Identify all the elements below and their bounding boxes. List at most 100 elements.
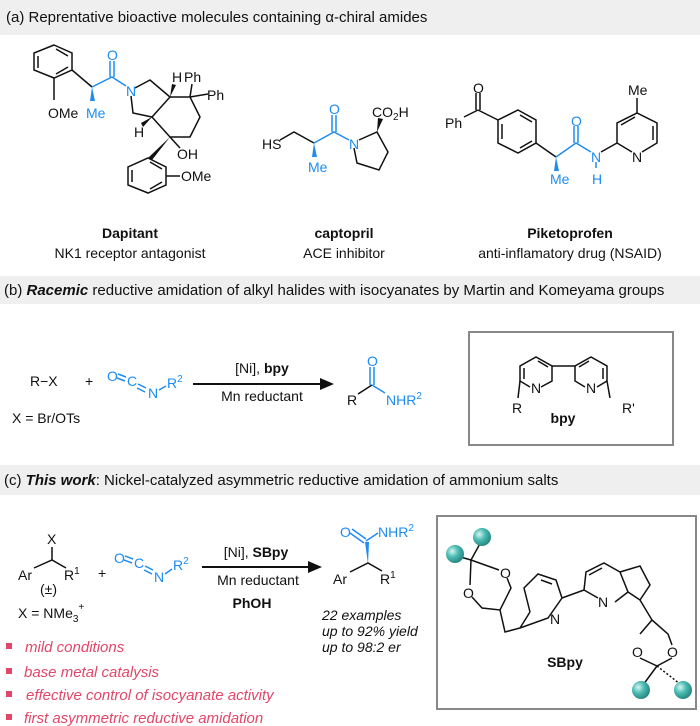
bullet-icon (6, 668, 12, 674)
svg-text:C: C (134, 555, 144, 571)
svg-text:NHR2: NHR2 (386, 391, 422, 408)
feature-item: mild conditions (25, 639, 125, 656)
captopril-name: captopril (314, 225, 373, 241)
svg-text:Me: Me (308, 159, 328, 175)
svg-text:Me: Me (86, 105, 106, 121)
svg-text:+: + (98, 565, 106, 581)
substituent-sphere-icon (674, 681, 692, 699)
feature-list: mild conditions base metal catalysis eff… (6, 639, 275, 726)
feature-item: base metal catalysis (24, 664, 160, 681)
svg-text:Ph: Ph (445, 115, 462, 131)
substituent-sphere-icon (473, 528, 491, 546)
captopril-description: ACE inhibitor (303, 245, 385, 261)
svg-text:O: O (667, 644, 678, 660)
svg-text:R2: R2 (173, 556, 189, 573)
svg-text:N: N (591, 149, 601, 165)
svg-text:N: N (632, 149, 642, 165)
sbpy-ligand-box: O O O O N N SBpy (436, 515, 697, 710)
svg-text:O: O (340, 524, 351, 540)
svg-text:(a) Reprentative bioactive mol: (a) Reprentative bioactive molecules con… (6, 9, 427, 26)
arrow-head (308, 561, 322, 573)
svg-text:PhOH: PhOH (233, 595, 272, 611)
svg-text:O: O (571, 113, 582, 129)
svg-text:O: O (367, 353, 378, 369)
svg-text:N: N (148, 385, 158, 401)
svg-text:Ar: Ar (18, 567, 32, 583)
svg-text:Ph: Ph (207, 87, 224, 103)
bullet-icon (6, 714, 12, 720)
section-b-reaction: R−X X = Br/OTs + O C N R2 [Ni], bpy Mn r… (12, 353, 422, 426)
svg-text:OMe: OMe (48, 105, 79, 121)
section-b-header: (b) Racemic reductive amidation of alkyl… (0, 276, 700, 304)
svg-text:OH: OH (177, 146, 198, 162)
svg-text:(b) Racemic reductive amidatio: (b) Racemic reductive amidation of alkyl… (4, 282, 664, 299)
svg-text:O: O (473, 80, 484, 96)
svg-text:O: O (329, 101, 340, 117)
section-a-header: (a) Reprentative bioactive molecules con… (0, 0, 700, 35)
svg-text:Me: Me (550, 171, 570, 187)
bullet-icon (6, 643, 12, 649)
svg-text:X = Br/OTs: X = Br/OTs (12, 410, 80, 426)
svg-text:R: R (512, 400, 522, 416)
svg-text:H: H (134, 124, 144, 140)
svg-text:HS: HS (262, 136, 281, 152)
reaction-stats: 22 examples up to 92% yield up to 98:2 e… (321, 607, 419, 655)
svg-text:R2: R2 (167, 374, 183, 391)
arrow-head (320, 378, 334, 390)
section-c-header: (c) This work: Nickel-catalyzed asymmetr… (0, 465, 700, 495)
svg-text:Ar: Ar (333, 571, 347, 587)
svg-text:bpy: bpy (551, 410, 576, 426)
feature-item: effective control of isocyanate activity (26, 687, 275, 704)
dapitant-structure: OMe Me O N H Ph Ph H OH OMe (33, 44, 224, 194)
svg-text:R1: R1 (380, 570, 396, 587)
piketoprofen-structure: O Ph O N H Me Me N (445, 80, 658, 187)
section-c-reaction: X Ar R1 (±) X = NMe3+ + O C N R2 [Ni], S… (18, 523, 414, 625)
svg-text:R1: R1 (64, 566, 80, 583)
piketoprofen-name: Piketoprofen (527, 225, 613, 241)
svg-text:N: N (349, 136, 359, 152)
svg-text:O: O (500, 565, 511, 581)
substituent-sphere-icon (446, 545, 464, 563)
svg-text:(±): (±) (40, 581, 57, 597)
captopril-structure: HS Me O N CO2H (262, 101, 409, 175)
svg-text:Me: Me (628, 82, 648, 98)
svg-text:O: O (107, 368, 118, 384)
svg-text:N: N (531, 380, 541, 396)
svg-text:C: C (127, 373, 137, 389)
svg-text:X: X (47, 531, 57, 547)
substituent-sphere-icon (632, 681, 650, 699)
svg-text:Ph: Ph (184, 69, 201, 85)
svg-text:22 examples: 22 examples (321, 607, 401, 623)
svg-text:Mn reductant: Mn reductant (221, 388, 303, 404)
svg-text:X = NMe3+: X = NMe3+ (18, 602, 84, 625)
svg-text:R': R' (622, 400, 635, 416)
svg-text:N: N (154, 569, 164, 585)
svg-text:up to 92% yield: up to 92% yield (322, 623, 419, 639)
svg-text:H: H (172, 69, 182, 85)
svg-text:N: N (550, 611, 560, 627)
bullet-icon (6, 691, 12, 697)
svg-text:CO2H: CO2H (372, 104, 409, 123)
svg-text:N: N (126, 83, 136, 99)
svg-text:N: N (586, 380, 596, 396)
dapitant-description: NK1 receptor antagonist (55, 245, 206, 261)
svg-text:R: R (347, 392, 357, 408)
feature-item: first asymmetric reductive amidation (24, 710, 263, 726)
svg-text:Mn reductant: Mn reductant (217, 572, 299, 588)
svg-text:O: O (114, 550, 125, 566)
svg-text:up to 98:2 er: up to 98:2 er (322, 639, 402, 655)
svg-text:R−X: R−X (30, 373, 58, 389)
bpy-ligand-box: N N R R' bpy (468, 331, 674, 446)
svg-text:O: O (632, 644, 643, 660)
svg-text:OMe: OMe (181, 168, 212, 184)
svg-text:SBpy: SBpy (547, 654, 583, 670)
dapitant-name: Dapitant (102, 225, 158, 241)
svg-text:O: O (107, 47, 118, 63)
svg-text:O: O (463, 585, 474, 601)
svg-text:H: H (592, 171, 602, 187)
svg-text:[Ni], bpy: [Ni], bpy (235, 360, 289, 376)
svg-text:(c) This work: Nickel-catalyze: (c) This work: Nickel-catalyzed asymmetr… (4, 472, 558, 489)
svg-text:+: + (85, 373, 93, 389)
piketoprofen-description: anti-inflamatory drug (NSAID) (478, 245, 662, 261)
